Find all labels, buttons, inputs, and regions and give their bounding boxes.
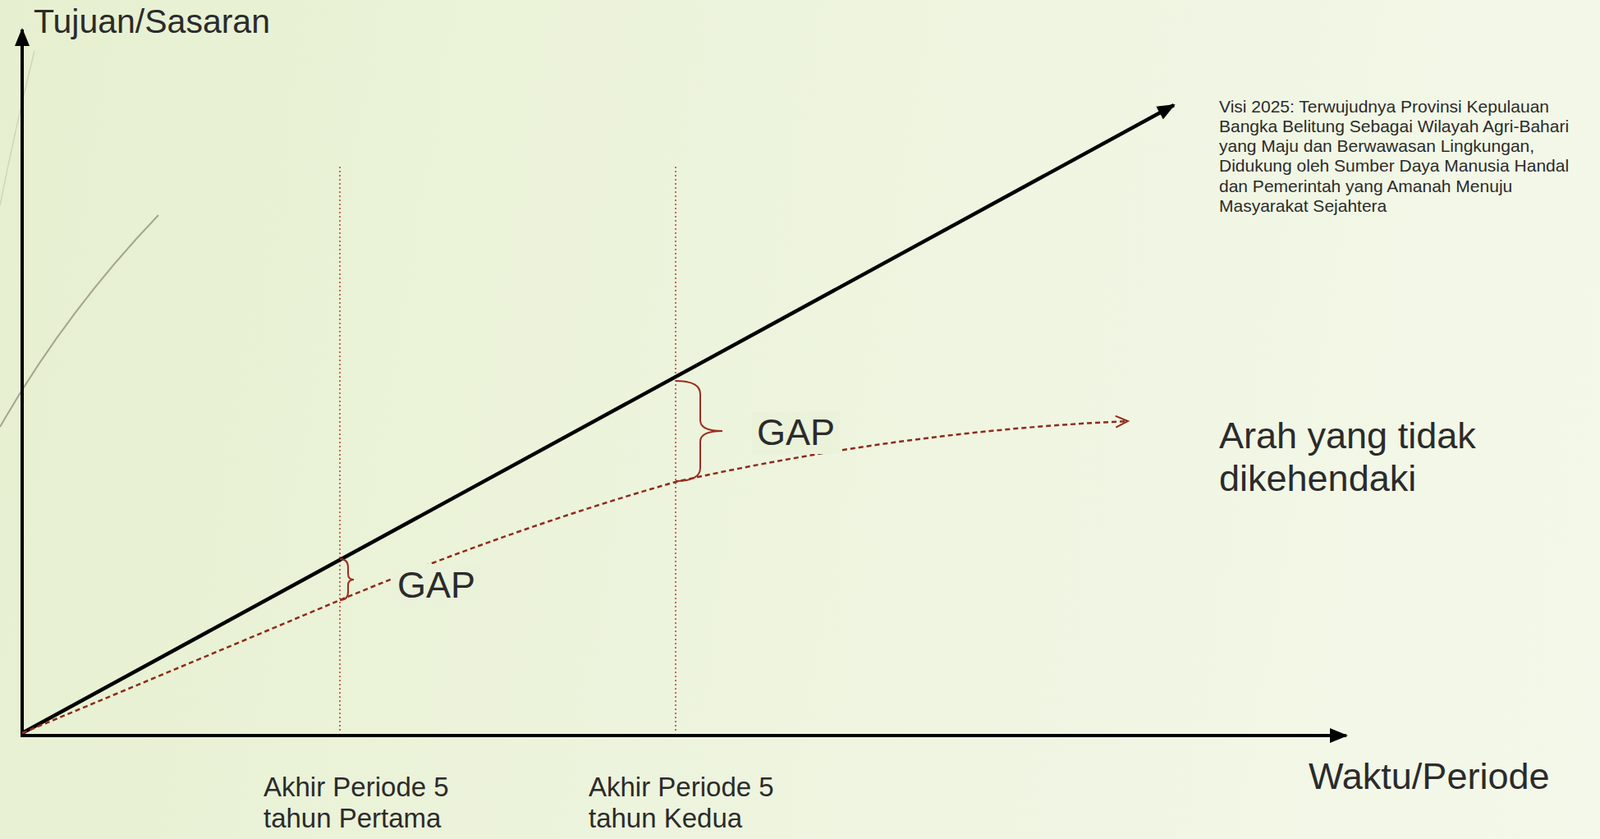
- x-axis: [20, 733, 1347, 738]
- target-line: [22, 105, 1174, 734]
- gap-label: GAP: [751, 411, 840, 454]
- period-line: [339, 166, 341, 734]
- period-line: [674, 166, 677, 734]
- vision-note: Visi 2025: Terwujudnya Provinsi Kepulaua…: [1219, 96, 1591, 216]
- trend-curve: [22, 421, 1128, 734]
- axis-label: Tujuan/Sasaran: [33, 2, 271, 42]
- trend-label: Arah yang tidak dikehendaki: [1219, 414, 1564, 500]
- period-label: Akhir Periode 5 tahun Pertama: [263, 771, 494, 835]
- period-label: Akhir Periode 5 tahun Kedua: [588, 771, 819, 835]
- axis-label: Waktu/Periode: [1308, 755, 1550, 798]
- y-axis: [20, 29, 24, 735]
- gap-brace: [675, 380, 723, 482]
- gap-brace: [339, 559, 354, 601]
- gap-label: GAP: [392, 563, 481, 607]
- decor-curve: [0, 50, 35, 206]
